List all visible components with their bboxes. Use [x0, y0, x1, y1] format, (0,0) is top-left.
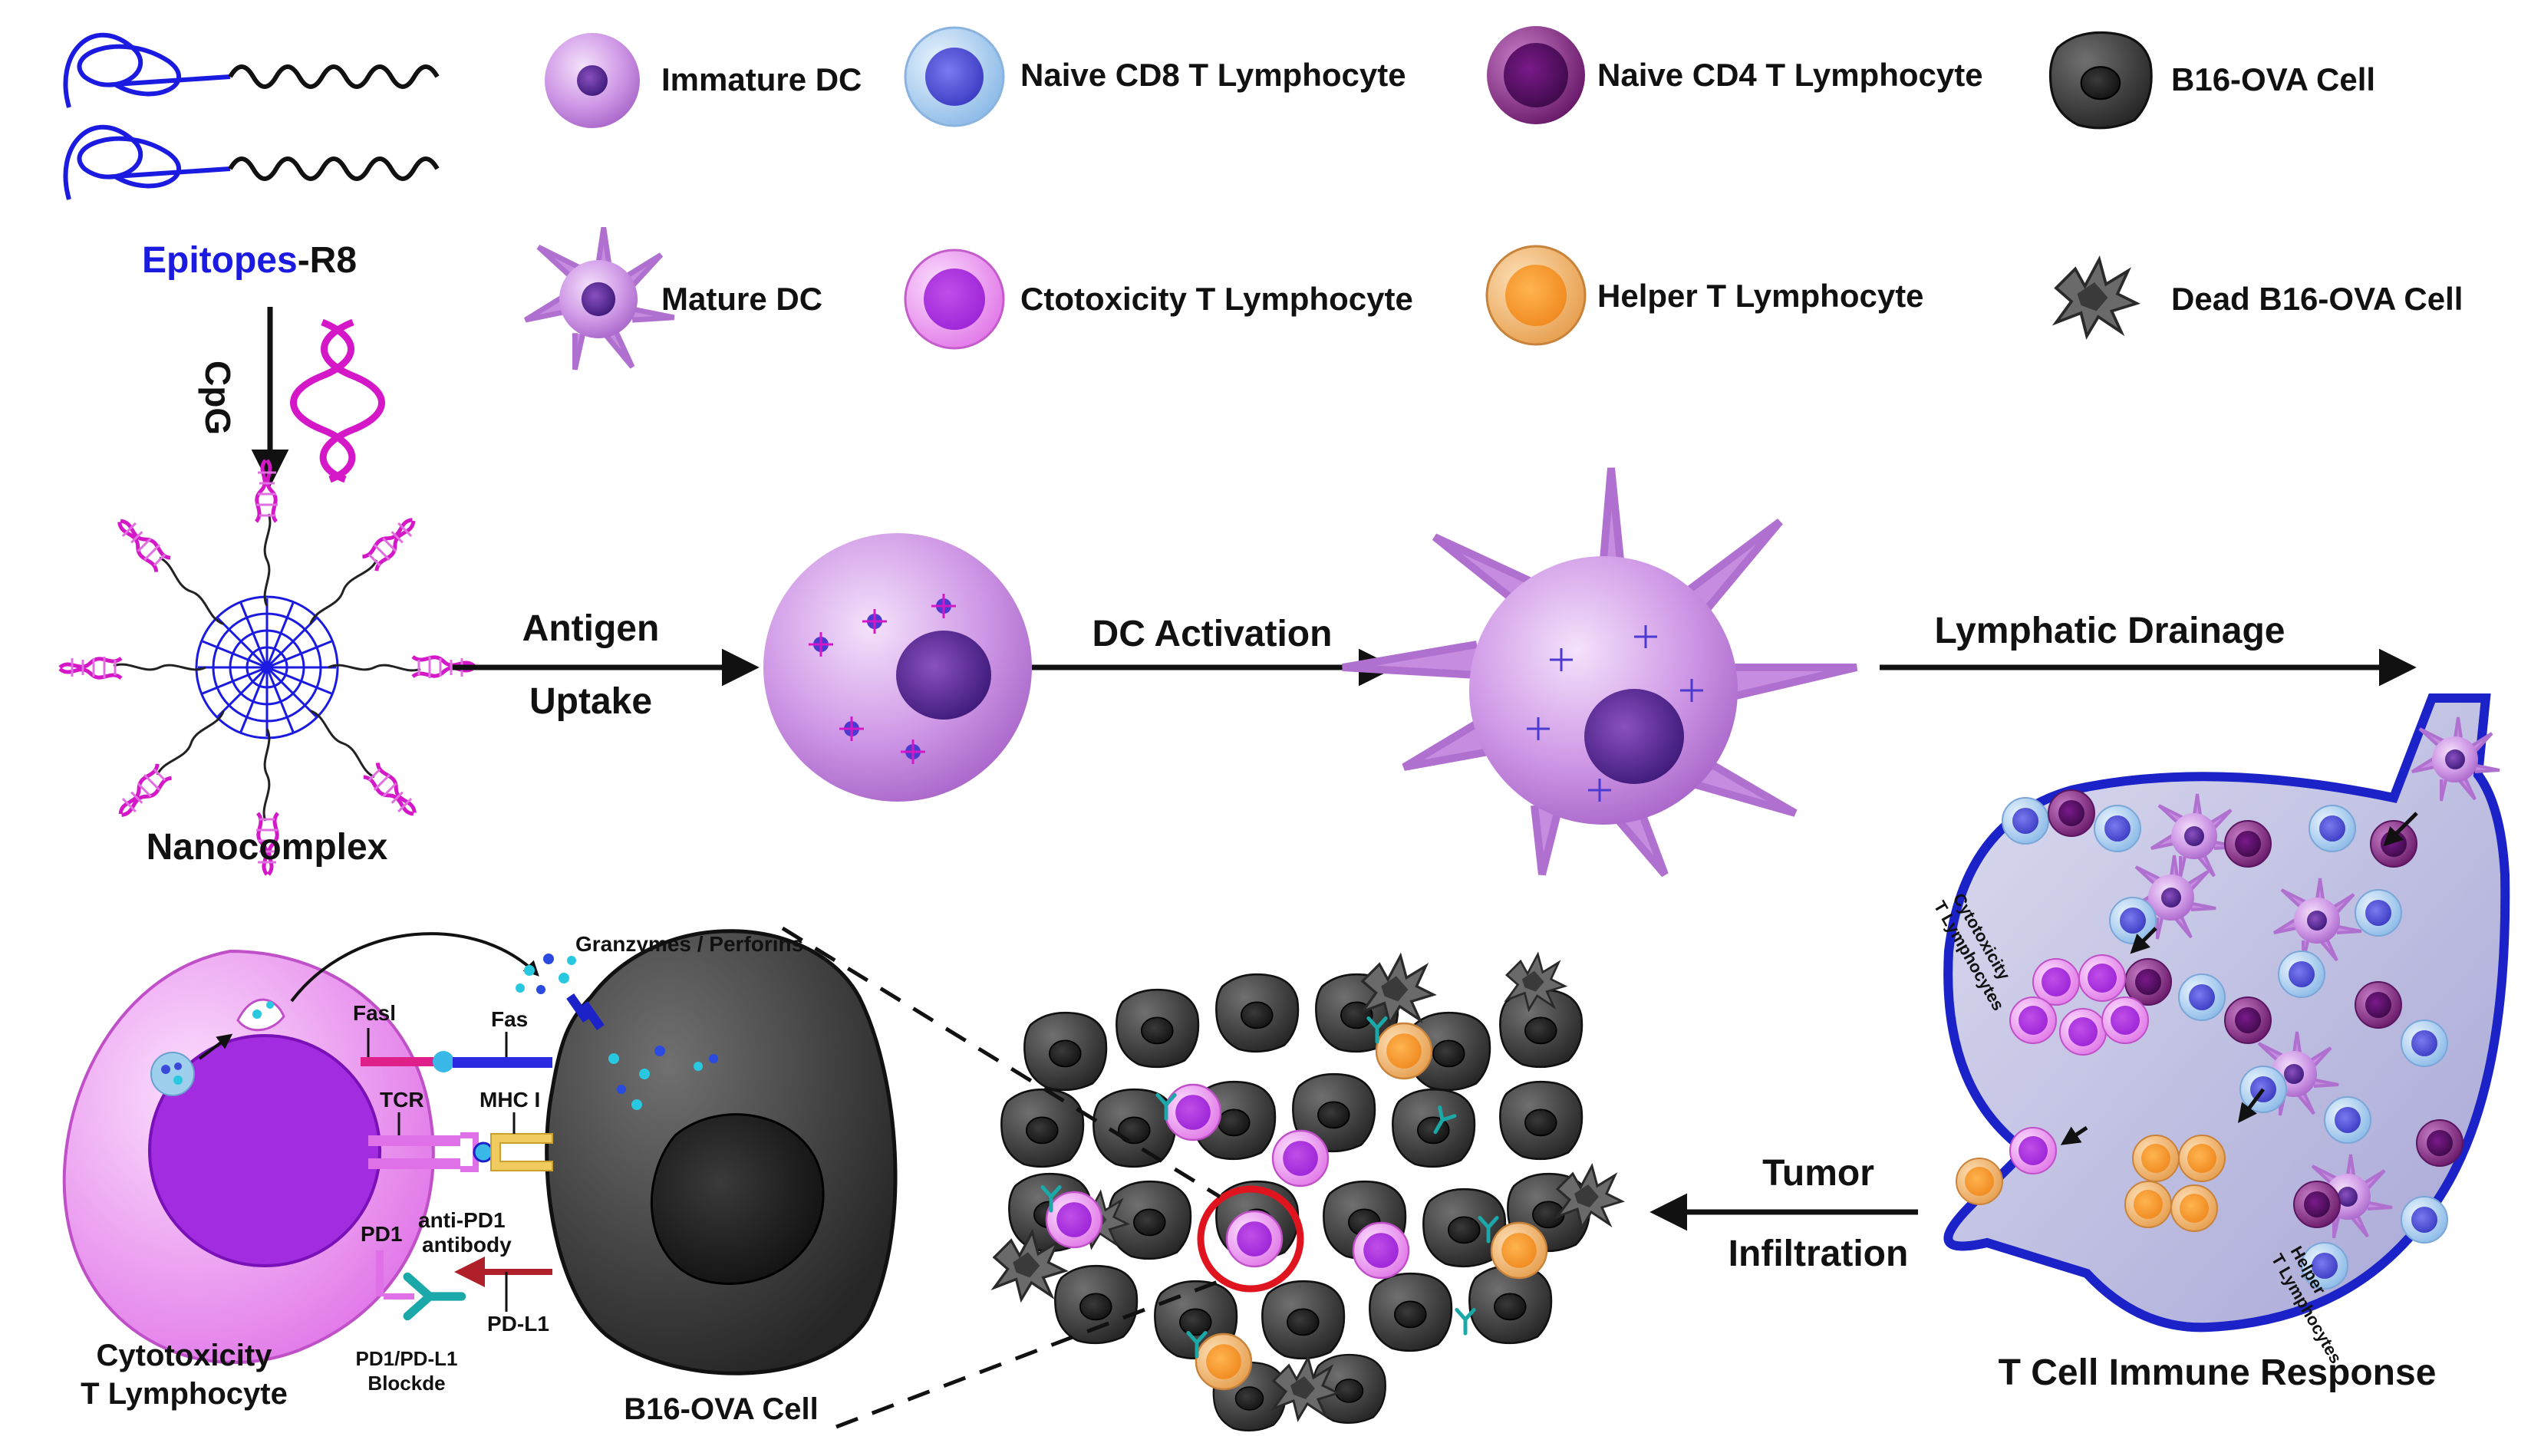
lymph-naive-cd4	[2416, 1119, 2463, 1167]
lymph-naive-cd8	[2278, 950, 2325, 998]
zoom-line-bottom	[835, 1279, 1221, 1429]
legend-b16-cell	[2048, 31, 2153, 130]
mechanism-b16-cell	[545, 929, 898, 1375]
lymph-ctl	[2009, 1127, 2057, 1174]
fasl-receptor	[361, 1057, 437, 1066]
pd1-receptor	[376, 1250, 384, 1296]
lymph-naive-cd4	[2355, 981, 2402, 1029]
epitopes-label: Epitopes	[142, 240, 298, 281]
lymph-ctl	[2078, 954, 2126, 1002]
antigen-label: Antigen	[522, 608, 660, 649]
lymph-helper	[2124, 1181, 2172, 1228]
lymph-helper	[2132, 1135, 2180, 1182]
lymph-naive-cd8	[2094, 805, 2141, 852]
legend: Immature DC Naive CD8 T Lymphocyte Naive…	[526, 26, 2463, 370]
fasl-label: Fasl	[353, 1001, 396, 1025]
anti-pd1-antibody	[407, 1276, 461, 1316]
lymph-ctl	[2009, 996, 2057, 1044]
fasl-ligand	[433, 1051, 454, 1072]
lymph-naive-cd8	[2002, 797, 2049, 845]
granzyme-release-arrow	[290, 932, 539, 1003]
mechanism-ctl-label-2: T Lymphocyte	[81, 1377, 288, 1411]
legend-naive-cd8	[904, 26, 1005, 127]
dc-activation-label: DC Activation	[1092, 614, 1333, 654]
epitope-peptide-1	[63, 32, 231, 108]
lymph-naive-cd8	[2401, 1196, 2448, 1244]
legend-helper	[1485, 245, 1587, 346]
lymph-helper	[2170, 1184, 2218, 1232]
immature-dc-with-antigen	[763, 533, 1032, 802]
legend-mature-dc	[526, 228, 674, 370]
legend-label-b16-cell: B16-OVA Cell	[2171, 61, 2375, 97]
fas-receptor	[453, 1057, 552, 1068]
lymph-naive-cd8	[2309, 805, 2356, 852]
highlight-circle	[1197, 1185, 1304, 1293]
epitopes-r8-label: Epitopes-R8	[142, 240, 357, 281]
legend-naive-cd4	[1487, 26, 1585, 124]
nanocomplex-label: Nanocomplex	[147, 827, 388, 868]
lymphatic-drainage-label: Lymphatic Drainage	[1934, 611, 2285, 651]
antigen-peptide	[473, 1141, 494, 1163]
tcr-receptor	[368, 1132, 479, 1172]
mechanism-ctl-label-1: Cytotoxicity	[97, 1339, 273, 1372]
mechanism-ctl-cell	[62, 949, 435, 1364]
nanocomplex	[60, 460, 474, 875]
lymph-node-arrows	[2060, 812, 2418, 1145]
lymph-naive-cd4	[2224, 820, 2272, 868]
lymph-naive-cd4	[2293, 1181, 2341, 1228]
cpg-dna-icon	[290, 318, 385, 483]
blockade-label-2: Blockde	[367, 1372, 445, 1395]
lymph-naive-cd8	[2401, 1020, 2448, 1067]
anti-pd1-label-2: antibody	[422, 1233, 512, 1257]
r8-tail-1	[228, 64, 440, 89]
legend-ctl	[904, 249, 1005, 350]
legend-label-ctl: Ctotoxicity T Lymphocyte	[1020, 281, 1413, 317]
granzymes-label: Granzymes / Perforins	[575, 932, 803, 956]
zoom-line-top	[781, 926, 1221, 1199]
epitope-r8-molecules	[63, 32, 440, 200]
blockade-label-1: PD1/PD-L1	[356, 1347, 458, 1370]
tumor-label: Tumor	[1762, 1153, 1874, 1194]
mhc-label: MHC I	[480, 1088, 540, 1112]
uptake-label: Uptake	[529, 681, 652, 722]
pd1-label: PD1	[361, 1222, 402, 1246]
infiltration-label: Infiltration	[1729, 1234, 1909, 1274]
lymph-naive-cd8	[2355, 889, 2402, 937]
anti-pd1-label-1: anti-PD1	[418, 1208, 506, 1232]
lymph-helper	[2178, 1135, 2226, 1182]
epitope-peptide-2	[63, 124, 231, 200]
lymph-ctl	[2059, 1008, 2107, 1056]
lymph-naive-cd4	[2224, 996, 2272, 1044]
lymph-ctl	[2101, 996, 2149, 1044]
granzyme-granules	[516, 954, 576, 994]
lymph-naive-cd8	[2324, 1096, 2371, 1144]
legend-dead-b16	[2055, 258, 2138, 338]
lymph-naive-cd4	[2048, 789, 2095, 837]
lymph-naive-cd4	[2370, 820, 2417, 868]
lymph-naive-cd8	[2178, 973, 2226, 1021]
pdl1-label: PD-L1	[487, 1312, 549, 1336]
mhc-i-molecule	[490, 1133, 553, 1171]
legend-label-mature-dc: Mature DC	[661, 281, 822, 317]
fas-label: Fas	[491, 1007, 528, 1031]
cpg-label: CpG	[198, 361, 238, 435]
mechanism-b16-label: B16-OVA Cell	[624, 1392, 818, 1426]
legend-label-naive-cd8: Naive CD8 T Lymphocyte	[1020, 57, 1406, 93]
r8-tail-2	[228, 156, 440, 181]
legend-label-immature-dc: Immature DC	[661, 61, 862, 97]
t-cell-response-label: T Cell Immune Response	[1999, 1352, 2437, 1393]
perforin-pore	[566, 993, 605, 1031]
lymph-helper	[1956, 1158, 2003, 1205]
legend-label-helper: Helper T Lymphocyte	[1597, 278, 1924, 314]
legend-label-dead-b16: Dead B16-OVA Cell	[2171, 281, 2463, 317]
mature-dc-activated	[1342, 467, 1858, 878]
legend-label-naive-cd4: Naive CD4 T Lymphocyte	[1597, 57, 1983, 93]
legend-immature-dc	[545, 33, 640, 128]
tcr-label: TCR	[380, 1088, 424, 1112]
r8-label: -R8	[298, 240, 357, 281]
